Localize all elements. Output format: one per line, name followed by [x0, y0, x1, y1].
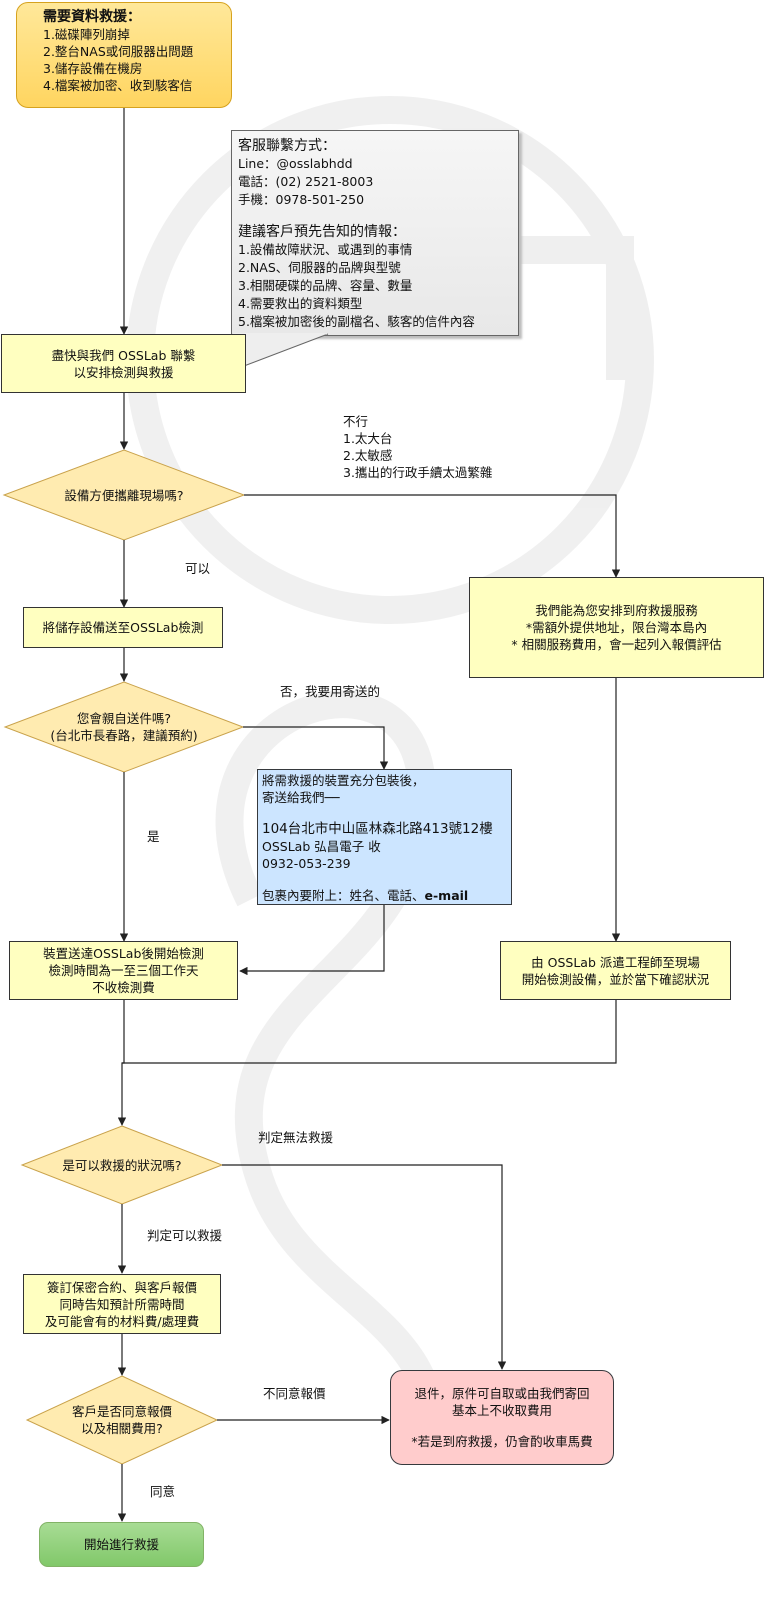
- send-device-text: 將儲存設備送至OSSLab檢測: [42, 620, 204, 635]
- cannot-line: 2.太敏感: [343, 448, 393, 463]
- callout-info-line: 4.需要救出的資料類型: [238, 296, 363, 311]
- start-item: 3.儲存設備在機房: [43, 61, 143, 76]
- mail-attach-email: e-mail: [424, 888, 469, 903]
- engineer-line: 由 OSSLab 派遣工程師至現場: [531, 954, 700, 970]
- start-item: 4.檔案被加密、收到駭客信: [43, 78, 193, 93]
- callout-pointer: [231, 333, 329, 367]
- mail-attach-prefix: 包裹內要附上：姓名、電話、: [262, 888, 425, 903]
- mail-address-line: 0932-053-239: [262, 856, 351, 871]
- onsite-line: *需額外提供地址，限台灣本島內: [525, 620, 708, 635]
- contract-line: 及可能會有的材料費/處理費: [44, 1313, 200, 1329]
- edge-label-can: 可以: [185, 561, 211, 576]
- edge-recoverable-return: [222, 1164, 507, 1370]
- decision-diamond-agree: [25, 1375, 219, 1465]
- cannot-line: 不行: [343, 414, 369, 429]
- start-node: 需要資料救援： 1.磁碟陣列崩掉 2.整台NAS或伺服器出問題 3.儲存設備在機…: [16, 2, 232, 108]
- onsite-line: * 相關服務費用，會一起列入報價評估: [511, 637, 722, 652]
- start-title: 需要資料救援：: [43, 9, 141, 25]
- callout-info-line: 2.NAS、伺服器的品牌與型號: [238, 260, 401, 275]
- edge-label-agree: 同意: [150, 1484, 176, 1499]
- decision-diamond-deliver: [3, 681, 245, 773]
- edge-inspect-recoverable: [117, 1000, 127, 1126]
- start-rescue-node: 開始進行救援: [39, 1522, 204, 1567]
- callout-info-title: 建議客戶預先告知的情報：: [238, 224, 406, 240]
- contact-osslab-box: 盡快與我們 OSSLab 聯繫 以安排檢測與救援: [1, 334, 246, 393]
- start-item: 2.整台NAS或伺服器出問題: [43, 44, 194, 59]
- contract-line: 簽訂保密合約、與客戶報價: [46, 1279, 197, 1295]
- contract-line: 同時告知預計所需時間: [59, 1296, 185, 1312]
- callout-info-line: 1.設備故障狀況、或遇到的事情: [238, 242, 413, 257]
- inspect-box: 裝置送達OSSLab後開始檢測 檢測時間為一至三個工作天 不收檢測費: [9, 941, 238, 1000]
- return-line: 退件，原件可自取或由我們寄回: [414, 1386, 590, 1401]
- edge-label-disagree: 不同意報價: [263, 1386, 326, 1401]
- mail-instructions-box: 將需救援的裝置充分包裝後， 寄送給我們── 104台北市中山區林森北路413號1…: [257, 769, 512, 905]
- send-device-box: 將儲存設備送至OSSLab檢測: [23, 607, 223, 648]
- engineer-dispatch-box: 由 OSSLab 派遣工程師至現場 開始檢測設備，並於當下確認狀況: [500, 941, 731, 1000]
- mail-intro-line: 將需救援的裝置充分包裝後，: [262, 773, 425, 788]
- contact-info-callout: 客服聯繫方式： Line：@osslabhdd 電話：(02) 2521-800…: [231, 130, 519, 336]
- return-item-box: 退件，原件可自取或由我們寄回 基本上不收取費用 *若是到府救援，仍會酌收車馬費: [390, 1370, 614, 1465]
- callout-contact-line: 手機：0978-501-250: [238, 192, 365, 207]
- engineer-line: 開始檢測設備，並於當下確認狀況: [521, 971, 710, 987]
- inspect-line: 裝置送達OSSLab後開始檢測: [43, 946, 204, 961]
- edge-label-yes: 是: [147, 829, 160, 844]
- callout-info-line: 5.檔案被加密後的副檔名、駭客的信件內容: [238, 314, 475, 329]
- contract-quote-box: 簽訂保密合約、與客戶報價 同時告知預計所需時間 及可能會有的材料費/處理費: [23, 1274, 221, 1334]
- cannot-line: 1.太大台: [343, 431, 393, 446]
- callout-info-line: 3.相關硬碟的品牌、容量、數量: [238, 278, 413, 293]
- edge-mail-inspect: [239, 905, 385, 976]
- edge-deliver-mail: [243, 726, 389, 770]
- callout-contact-title: 客服聯繫方式：: [238, 138, 336, 154]
- mail-address-line: OSSLab 弘昌電子 收: [262, 839, 381, 854]
- callout-contact-line: Line：@osslabhdd: [238, 156, 353, 171]
- edge-label-cannot: 不行 1.太大台 2.太敏感 3.攜出的行政手續太過繁雜: [343, 413, 492, 481]
- cannot-line: 3.攜出的行政手續太過繁雜: [343, 465, 493, 480]
- start-item: 1.磁碟陣列崩掉: [43, 27, 130, 42]
- edge-engineer-merge: [122, 1000, 617, 1064]
- edge-label-recoverable: 判定可以救援: [147, 1228, 223, 1243]
- decision-diamond-recoverable: [20, 1125, 224, 1205]
- onsite-service-box: 我們能為您安排到府救援服務 *需額外提供地址，限台灣本島內 * 相關服務費用，會…: [469, 577, 764, 678]
- mail-attach-line: 包裹內要附上：姓名、電話、e-mail: [262, 887, 468, 904]
- contact-line: 盡快與我們 OSSLab 聯繫: [51, 347, 196, 363]
- inspect-line: 不收檢測費: [92, 980, 155, 995]
- edge-label-unrecoverable: 判定無法救援: [258, 1130, 334, 1145]
- return-note: *若是到府救援，仍會酌收車馬費: [411, 1434, 593, 1449]
- callout-contact-line: 電話：(02) 2521-8003: [238, 174, 374, 189]
- edge-label-mail: 否，我要用寄送的: [280, 684, 381, 699]
- contact-line: 以安排檢測與救援: [73, 364, 174, 380]
- mail-intro-line: 寄送給我們──: [262, 790, 340, 805]
- mail-address-line: 104台北市中山區林森北路413號12樓: [262, 821, 493, 837]
- edge-move-onsite: [244, 494, 621, 578]
- inspect-line: 檢測時間為一至三個工作天: [48, 963, 199, 978]
- return-line: 基本上不收取費用: [451, 1403, 552, 1418]
- onsite-line: 我們能為您安排到府救援服務: [535, 603, 698, 618]
- end-text: 開始進行救援: [83, 1537, 159, 1552]
